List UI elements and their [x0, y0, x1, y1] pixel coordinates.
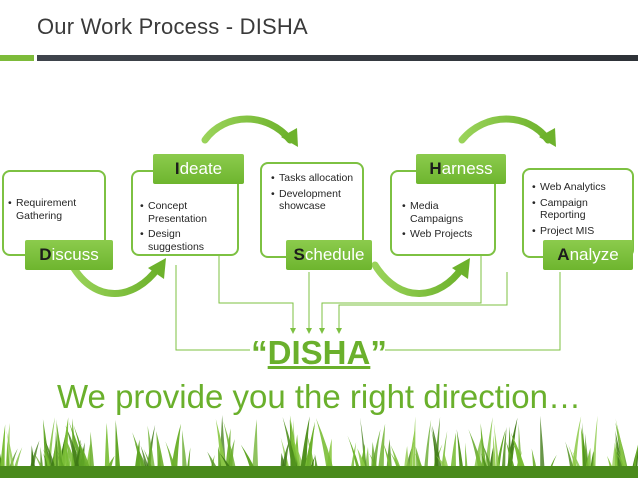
bullets-analyze: Web Analytics Campaign Reporting Project…	[532, 181, 632, 240]
disha-acronym: DISHA	[267, 334, 371, 371]
arc-arrow-harness-analyze	[458, 115, 552, 144]
title-underline-bar	[37, 55, 638, 61]
grass-blade	[104, 422, 111, 478]
grass-blade	[591, 415, 598, 478]
step-label-harness: Harness	[416, 154, 506, 184]
bullets-harness: Media Campaigns Web Projects	[402, 200, 494, 244]
connector-analyze-to-right	[385, 272, 561, 351]
arc-arrowhead-3	[452, 258, 470, 279]
grass-blade	[493, 423, 501, 478]
grass-blade	[582, 422, 587, 478]
grass-blade	[315, 417, 336, 478]
arc-arrowhead-4	[539, 128, 556, 147]
grass-blade	[377, 423, 386, 478]
grass-blade	[360, 417, 368, 478]
grass-blade	[540, 415, 546, 478]
bullet-item: Media Campaigns	[402, 200, 494, 225]
bullet-item: Campaign Reporting	[532, 197, 632, 222]
grass-blade	[304, 421, 316, 478]
bullet-item: Web Projects	[402, 228, 494, 241]
step-label-ideate: Ideate	[153, 154, 244, 184]
arc-arrow-ideate-schedule	[201, 115, 294, 144]
bullet-item: Project MIS	[532, 225, 632, 238]
grass-blade	[182, 429, 189, 478]
bullet-item: Requirement Gathering	[8, 197, 104, 222]
step-label-schedule: Schedule	[286, 240, 372, 270]
grass-blade	[412, 416, 416, 478]
connector-analyze	[336, 272, 508, 334]
connector-discuss	[175, 265, 250, 351]
grass-blade	[115, 420, 121, 478]
bullet-item: Development showcase	[271, 188, 361, 213]
slide-title: Our Work Process - DISHA	[37, 14, 308, 39]
bullet-item: Design suggestions	[140, 228, 236, 253]
step-label-discuss: Discuss	[25, 240, 113, 270]
grass-blade	[282, 417, 300, 478]
arc-arrow-schedule-harness	[371, 261, 466, 297]
grass-blade	[251, 419, 259, 478]
disha-close-quote: ”	[370, 334, 387, 371]
grass-blade	[432, 425, 444, 478]
bullets-ideate: Concept Presentation Design suggestions	[140, 200, 236, 256]
disha-heading: “DISHA”	[0, 334, 638, 372]
grass-blade	[456, 429, 465, 478]
step-label-analyze: Analyze	[543, 240, 633, 270]
bullet-item: Tasks allocation	[271, 172, 361, 185]
arc-arrowhead-2	[281, 128, 298, 147]
tagline: We provide you the right direction…	[57, 378, 581, 415]
grass-blade	[570, 416, 582, 478]
arc-arrow-discuss-ideate	[68, 261, 162, 297]
grass-blade	[408, 428, 415, 478]
arc-arrowhead-1	[148, 258, 166, 279]
grass-blade	[484, 417, 493, 478]
grass-blade	[215, 419, 229, 478]
grass-blade	[501, 426, 507, 478]
title-accent-bar	[0, 55, 34, 61]
bullet-item: Web Analytics	[532, 181, 632, 194]
grass-base	[0, 466, 638, 478]
bullets-schedule: Tasks allocation Development showcase	[271, 172, 361, 216]
grass-blade	[223, 421, 238, 478]
bullets-discuss: Requirement Gathering	[8, 197, 104, 225]
grass-blade	[423, 419, 432, 478]
bullet-item: Concept Presentation	[140, 200, 236, 225]
grass-blade	[0, 424, 6, 478]
disha-open-quote: “	[251, 334, 268, 371]
